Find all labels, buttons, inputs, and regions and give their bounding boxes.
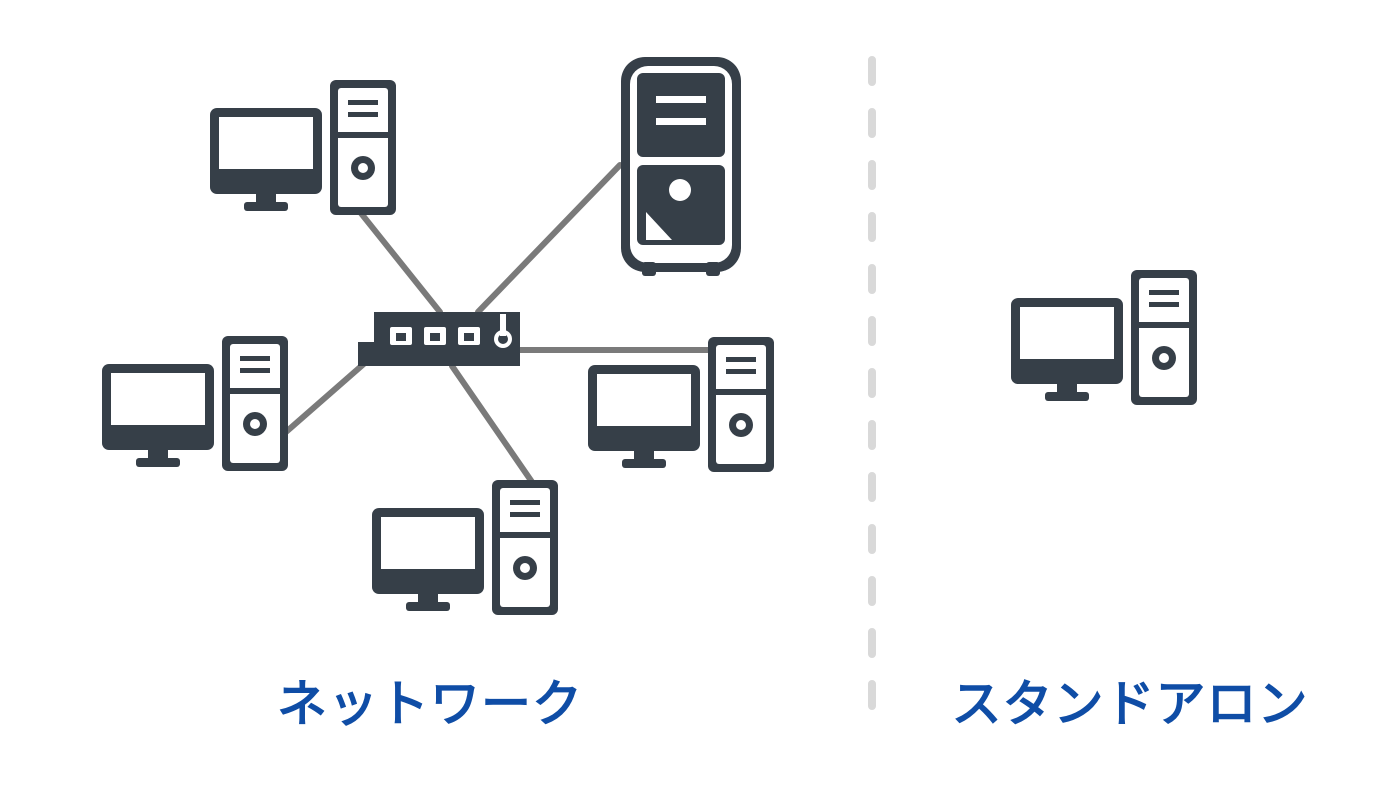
cable-to-top-left-pc bbox=[357, 209, 443, 315]
server-tower-icon bbox=[621, 57, 741, 276]
cable-to-server bbox=[475, 162, 623, 315]
computer-icon-bottom bbox=[372, 480, 558, 615]
computer-icon-right bbox=[588, 337, 774, 472]
standalone-label: スタンドアロン bbox=[951, 675, 1309, 733]
cable-to-left-pc bbox=[283, 359, 369, 435]
cable-to-bottom-pc bbox=[449, 363, 535, 485]
network-label: ネットワーク bbox=[277, 675, 583, 733]
network-hub-icon bbox=[358, 312, 520, 366]
computer-icon-standalone bbox=[1011, 270, 1197, 405]
computer-icon-top-left bbox=[210, 80, 396, 215]
computer-icon-left bbox=[102, 336, 288, 471]
network-cables bbox=[283, 162, 711, 485]
